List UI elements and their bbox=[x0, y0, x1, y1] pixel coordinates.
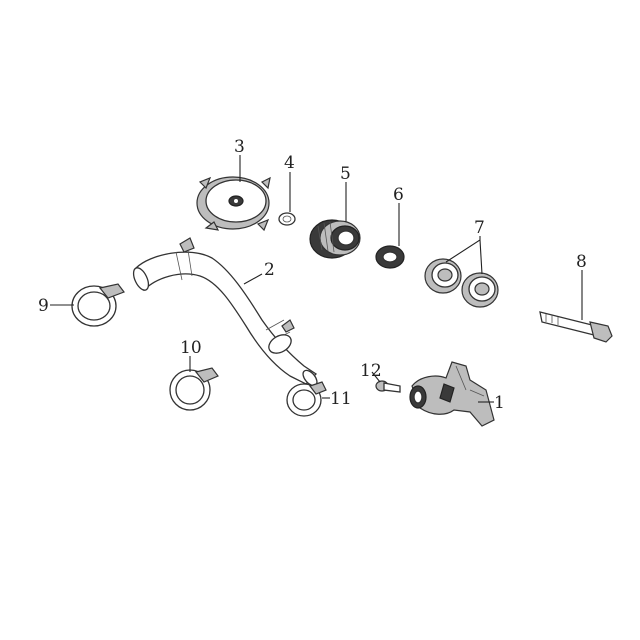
callout-8: 8 bbox=[576, 252, 587, 272]
part-8-shaft[interactable] bbox=[539, 311, 613, 343]
callout-5: 5 bbox=[340, 164, 351, 184]
callout-3: 3 bbox=[234, 137, 245, 157]
callout-1: 1 bbox=[494, 393, 505, 413]
callout-9: 9 bbox=[38, 296, 49, 316]
part-1-pump-housing[interactable] bbox=[409, 361, 495, 427]
part-11-hose-clamp[interactable] bbox=[286, 381, 327, 417]
part-9-hose-clamp[interactable] bbox=[71, 283, 125, 327]
callout-11: 11 bbox=[330, 389, 352, 409]
callout-10: 10 bbox=[180, 338, 202, 358]
part-4-washer[interactable] bbox=[278, 212, 296, 226]
part-12-bolt[interactable] bbox=[375, 380, 401, 393]
part-10-hose-clamp[interactable] bbox=[169, 367, 219, 411]
part-2-hose[interactable] bbox=[130, 237, 319, 388]
callout-4: 4 bbox=[284, 153, 295, 173]
callout-7: 7 bbox=[474, 218, 485, 238]
part-3-impeller[interactable] bbox=[196, 176, 271, 232]
part-6-oil-seal[interactable] bbox=[375, 245, 405, 269]
part-5-mechanical-seal[interactable] bbox=[309, 219, 361, 259]
leader-lines bbox=[50, 155, 583, 403]
callout-12: 12 bbox=[360, 361, 382, 381]
callout-labels: 3 4 5 6 7 8 2 9 10 11 12 1 bbox=[38, 137, 587, 413]
callout-2: 2 bbox=[264, 260, 275, 280]
part-7-bearings[interactable] bbox=[424, 258, 499, 308]
callout-6: 6 bbox=[393, 185, 404, 205]
